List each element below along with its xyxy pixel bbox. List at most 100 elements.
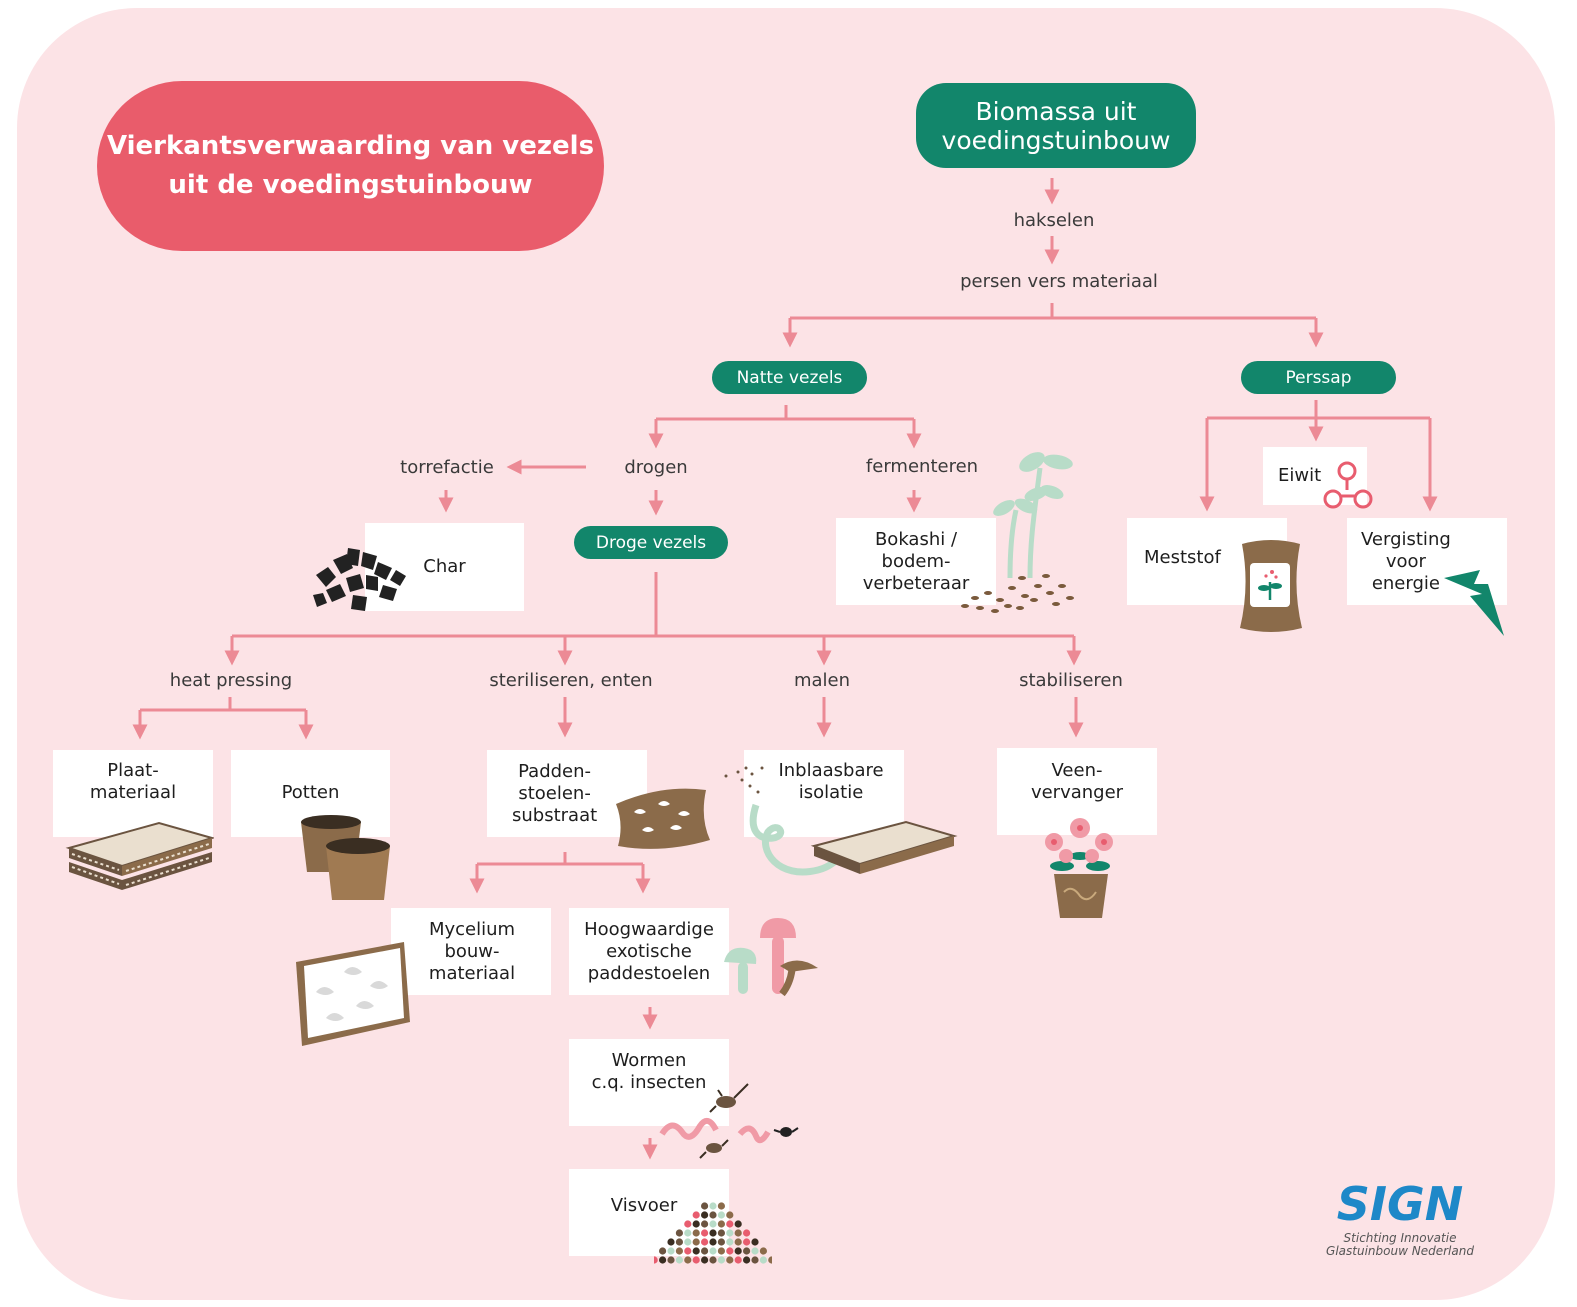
- node-perssap: Perssap: [1241, 361, 1396, 394]
- pellet: [692, 1256, 700, 1264]
- label-steriliseren: steriliseren, enten: [489, 670, 653, 691]
- pellet: [667, 1238, 675, 1246]
- diagram-title: Vierkantsverwaarding van vezels uit de v…: [97, 81, 604, 251]
- box-eiwit: Eiwit: [1263, 447, 1367, 505]
- sign-logo-mark: SIGN: [1337, 1177, 1464, 1231]
- box-plaatmateriaal: Plaat- materiaal: [53, 750, 213, 837]
- pellet: [675, 1247, 683, 1255]
- pellet: [692, 1211, 700, 1219]
- label-drogen: drogen: [624, 457, 688, 478]
- mushrooms-icon: [724, 918, 818, 997]
- label-persen: persen vers materiaal: [960, 271, 1158, 292]
- pellet: [759, 1256, 767, 1264]
- pellet: [692, 1229, 700, 1237]
- box-wormen: Wormen c.q. insecten: [569, 1039, 729, 1126]
- node-droge-vezels: Droge vezels: [574, 526, 728, 559]
- pellet: [743, 1247, 751, 1255]
- box-inblaasbare-isolatie: Inblaasbare isolatie: [744, 750, 904, 837]
- potted-flower-icon: [1045, 818, 1113, 918]
- sign-logo-caption: Stichting Innovatie Glastuinbouw Nederla…: [1326, 1231, 1474, 1258]
- board-material-icon: [65, 821, 214, 890]
- pellet: [709, 1247, 717, 1255]
- node-natte-vezels: Natte vezels: [712, 361, 867, 394]
- sign-logo: SIGN Stichting Innovatie Glastuinbouw Ne…: [1320, 1177, 1480, 1258]
- pellet: [759, 1247, 767, 1255]
- pellet: [709, 1256, 717, 1264]
- split-natte-vezels: [656, 405, 914, 421]
- pellet: [675, 1256, 683, 1264]
- split-perssap: [1207, 400, 1430, 420]
- box-mycelium: Mycelium bouw- materiaal: [391, 908, 551, 995]
- fertilizer-bag-icon: [1240, 540, 1302, 632]
- pellet: [684, 1256, 692, 1264]
- meststof-label: Meststof: [1144, 546, 1221, 568]
- pellet: [667, 1256, 675, 1264]
- pellet: [659, 1247, 667, 1255]
- pellet: [654, 1256, 658, 1264]
- box-vergisting: Vergisting voor energie: [1347, 518, 1507, 605]
- pellet: [751, 1247, 759, 1255]
- pellet: [692, 1247, 700, 1255]
- split-heat-pressing: [140, 697, 306, 712]
- pellet: [734, 1256, 742, 1264]
- pellet: [717, 1238, 725, 1246]
- eiwit-label: Eiwit: [1278, 465, 1322, 486]
- pellet: [684, 1220, 692, 1228]
- label-hakselen: hakselen: [1013, 210, 1095, 231]
- node-biomassa: Biomassa uit voedingstuinbouw: [916, 83, 1196, 168]
- insulation-icon: [724, 766, 958, 876]
- pellet: [743, 1238, 751, 1246]
- diagram-title-text: Vierkantsverwaarding van vezels uit de v…: [106, 131, 595, 200]
- lightning-bolt-icon: [1444, 570, 1504, 636]
- pellet: [692, 1238, 700, 1246]
- pots-icon: [301, 815, 390, 900]
- pellet: [709, 1202, 717, 1210]
- label-malen: malen: [793, 670, 851, 691]
- pellet: [726, 1256, 734, 1264]
- pellet: [717, 1202, 725, 1210]
- substrate-bag-icon: [616, 788, 710, 849]
- pellet: [726, 1229, 734, 1237]
- pellet: [709, 1229, 717, 1237]
- worms-insects-icon: [659, 1083, 799, 1159]
- char-label: Char: [423, 556, 466, 577]
- pellet: [701, 1220, 709, 1228]
- label-fermenteren: fermenteren: [865, 456, 979, 477]
- pellet: [717, 1211, 725, 1219]
- label-torrefactie: torrefactie: [400, 457, 494, 478]
- pellet: [726, 1238, 734, 1246]
- mycelium-board-icon: [296, 942, 410, 1046]
- pellet: [701, 1202, 709, 1210]
- pellet: [692, 1220, 700, 1228]
- pellet: [659, 1256, 667, 1264]
- pellet: [709, 1211, 717, 1219]
- pellet: [701, 1211, 709, 1219]
- pellet: [751, 1256, 759, 1264]
- pellet: [734, 1220, 742, 1228]
- pellet: [709, 1220, 717, 1228]
- pellet: [675, 1229, 683, 1237]
- pellet: [684, 1229, 692, 1237]
- pellet: [701, 1256, 709, 1264]
- pellet: [675, 1238, 683, 1246]
- split-substraat: [477, 852, 643, 866]
- pellet: [667, 1247, 675, 1255]
- label-heat-pressing: heat pressing: [169, 670, 293, 691]
- split-droge-vezels: [232, 572, 1074, 638]
- sign-logo-text: SIGN: [1337, 1178, 1464, 1226]
- pellet: [743, 1256, 751, 1264]
- pellet: [701, 1247, 709, 1255]
- box-paddenstoelensubstraat: Padden- stoelen- substraat: [487, 750, 647, 837]
- pellet: [751, 1238, 759, 1246]
- pellet: [717, 1229, 725, 1237]
- pellet: [709, 1238, 717, 1246]
- protein-molecule-icon: [1323, 461, 1373, 509]
- split-persen: [790, 303, 1316, 320]
- pellet: [684, 1238, 692, 1246]
- char-pellets-icon: [313, 548, 406, 611]
- pellet: [701, 1238, 709, 1246]
- pellet: [734, 1247, 742, 1255]
- pellet: [717, 1256, 725, 1264]
- pellet: [768, 1256, 772, 1264]
